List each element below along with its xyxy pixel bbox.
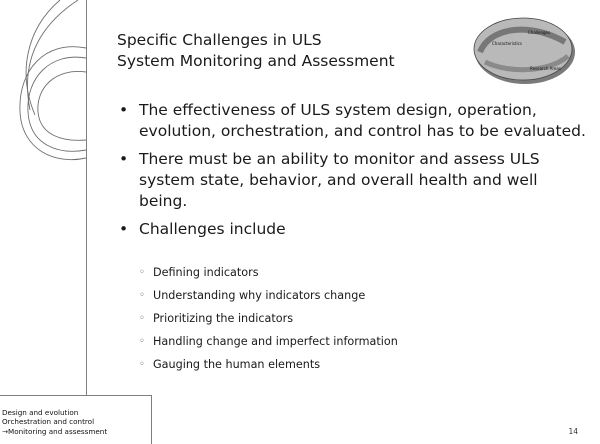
sub-bullet-symbol: ◦	[139, 313, 145, 324]
bullet-item: • There must be an ability to monitor an…	[117, 149, 587, 212]
nav-item-orchestration-control: Orchestration and control	[2, 417, 95, 427]
page-number: 14	[568, 427, 578, 436]
bullet-item: • Challenges include	[117, 219, 587, 240]
sub-bullet-item: ◦ Prioritizing the indicators	[139, 312, 559, 326]
section-nav-box: Design and evolution Orchestration and c…	[0, 395, 152, 444]
logo-label-characteristics: Characteristics	[492, 41, 522, 46]
bullet-list: • The effectiveness of ULS system design…	[117, 100, 587, 247]
sub-bullet-symbol: ◦	[139, 336, 145, 347]
bullet-symbol: •	[119, 101, 129, 119]
sub-bullet-symbol: ◦	[139, 359, 145, 370]
title-line-2: System Monitoring and Assessment	[117, 52, 395, 70]
sub-bullet-item: ◦ Understanding why indicators change	[139, 289, 559, 303]
sub-bullet-item: ◦ Handling change and imperfect informat…	[139, 335, 559, 349]
title-line-1: Specific Challenges in ULS	[117, 31, 322, 49]
sub-bullet-text: Handling change and imperfect informatio…	[153, 335, 398, 348]
sub-bullet-text: Defining indicators	[153, 266, 259, 279]
sub-bullet-text: Prioritizing the indicators	[153, 312, 294, 325]
sub-bullet-item: ◦ Gauging the human elements	[139, 358, 559, 372]
slide-title: Specific Challenges in ULS System Monito…	[117, 30, 417, 72]
sub-bullet-symbol: ◦	[139, 290, 145, 301]
bullet-symbol: •	[119, 150, 129, 168]
sub-bullet-text: Understanding why indicators change	[153, 289, 366, 302]
left-decorative-band	[0, 0, 87, 395]
bullet-item: • The effectiveness of ULS system design…	[117, 100, 587, 142]
bullet-text: Challenges include	[139, 220, 286, 238]
sub-bullet-symbol: ◦	[139, 267, 145, 278]
sub-bullet-item: ◦ Defining indicators	[139, 266, 559, 280]
bullet-symbol: •	[119, 220, 129, 238]
logo-label-challenges: Challenges	[528, 30, 550, 35]
logo-label-research-areas: Research Areas	[530, 66, 561, 71]
decorative-swoosh-lines	[19, 0, 87, 161]
nav-item-design-evolution: Design and evolution	[2, 408, 79, 417]
nav-item-monitoring-assessment-current: →Monitoring and assessment	[2, 426, 108, 436]
sub-bullet-list: ◦ Defining indicators ◦ Understanding wh…	[139, 266, 559, 381]
uls-logo-diagram: Characteristics Challenges Research Area…	[473, 17, 575, 84]
sub-bullet-text: Gauging the human elements	[153, 358, 321, 371]
bullet-text: There must be an ability to monitor and …	[139, 150, 540, 210]
bullet-text: The effectiveness of ULS system design, …	[139, 101, 586, 140]
